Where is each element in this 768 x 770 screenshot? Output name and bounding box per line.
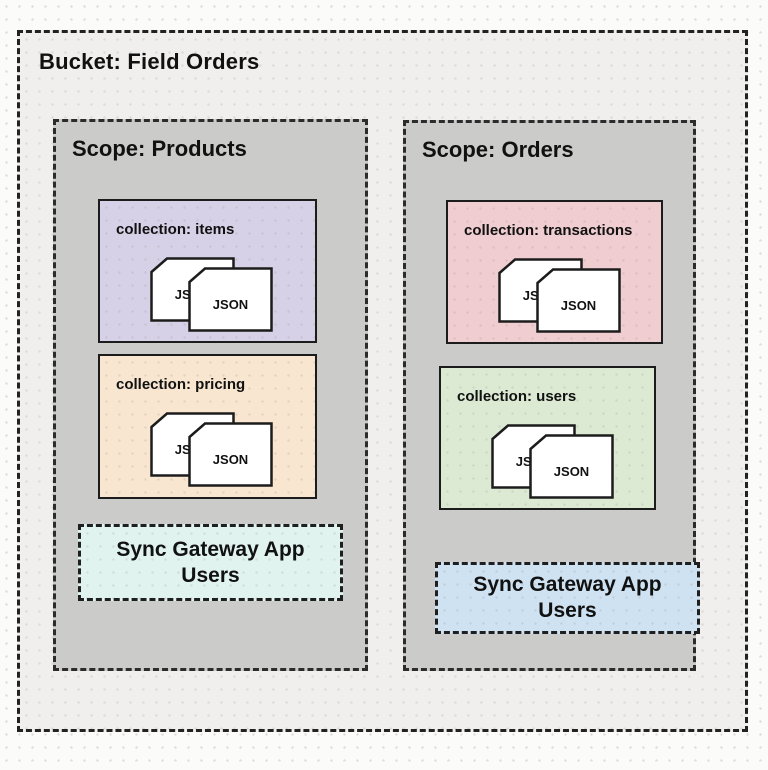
bucket-title: Bucket: Field Orders [39,49,260,74]
scope-products-container: Scope: Products collection: items JSON J… [53,119,368,671]
bucket-container: Bucket: Field Orders Scope: Products col… [17,30,748,732]
json-document-icon: JSON [529,434,614,499]
json-document-label: JSON [213,452,248,467]
scope-orders-container: Scope: Orders collection: transactions J… [403,120,700,671]
collection-pricing-box: collection: pricing JSON JSON [98,354,317,499]
collection-pricing-label: collection: pricing [116,376,246,393]
collection-items-label: collection: items [116,221,235,238]
sync-gateway-users-box-products: Sync Gateway App Users [78,524,343,601]
sync-gateway-users-label: Sync Gateway App Users [116,537,305,587]
json-document-icon: JSON [188,267,273,332]
sync-gateway-users-box-orders: Sync Gateway App Users [435,562,700,634]
collection-items-box: collection: items JSON JSON [98,199,317,343]
json-document-label: JSON [554,464,589,479]
json-document-icon: JSON [536,268,621,333]
collection-users-label: collection: users [457,388,577,405]
collection-transactions-label: collection: transactions [464,222,633,239]
sync-gateway-users-label: Sync Gateway App Users [473,573,662,622]
collection-users-box: collection: users JSON JSON [439,366,656,510]
scope-products-title: Scope: Products [72,136,247,161]
scope-orders-title: Scope: Orders [422,137,574,162]
collection-transactions-box: collection: transactions JSON JSON [446,200,663,344]
json-document-label: JSON [213,297,248,312]
json-document-label: JSON [561,298,596,313]
json-document-icon: JSON [188,422,273,487]
